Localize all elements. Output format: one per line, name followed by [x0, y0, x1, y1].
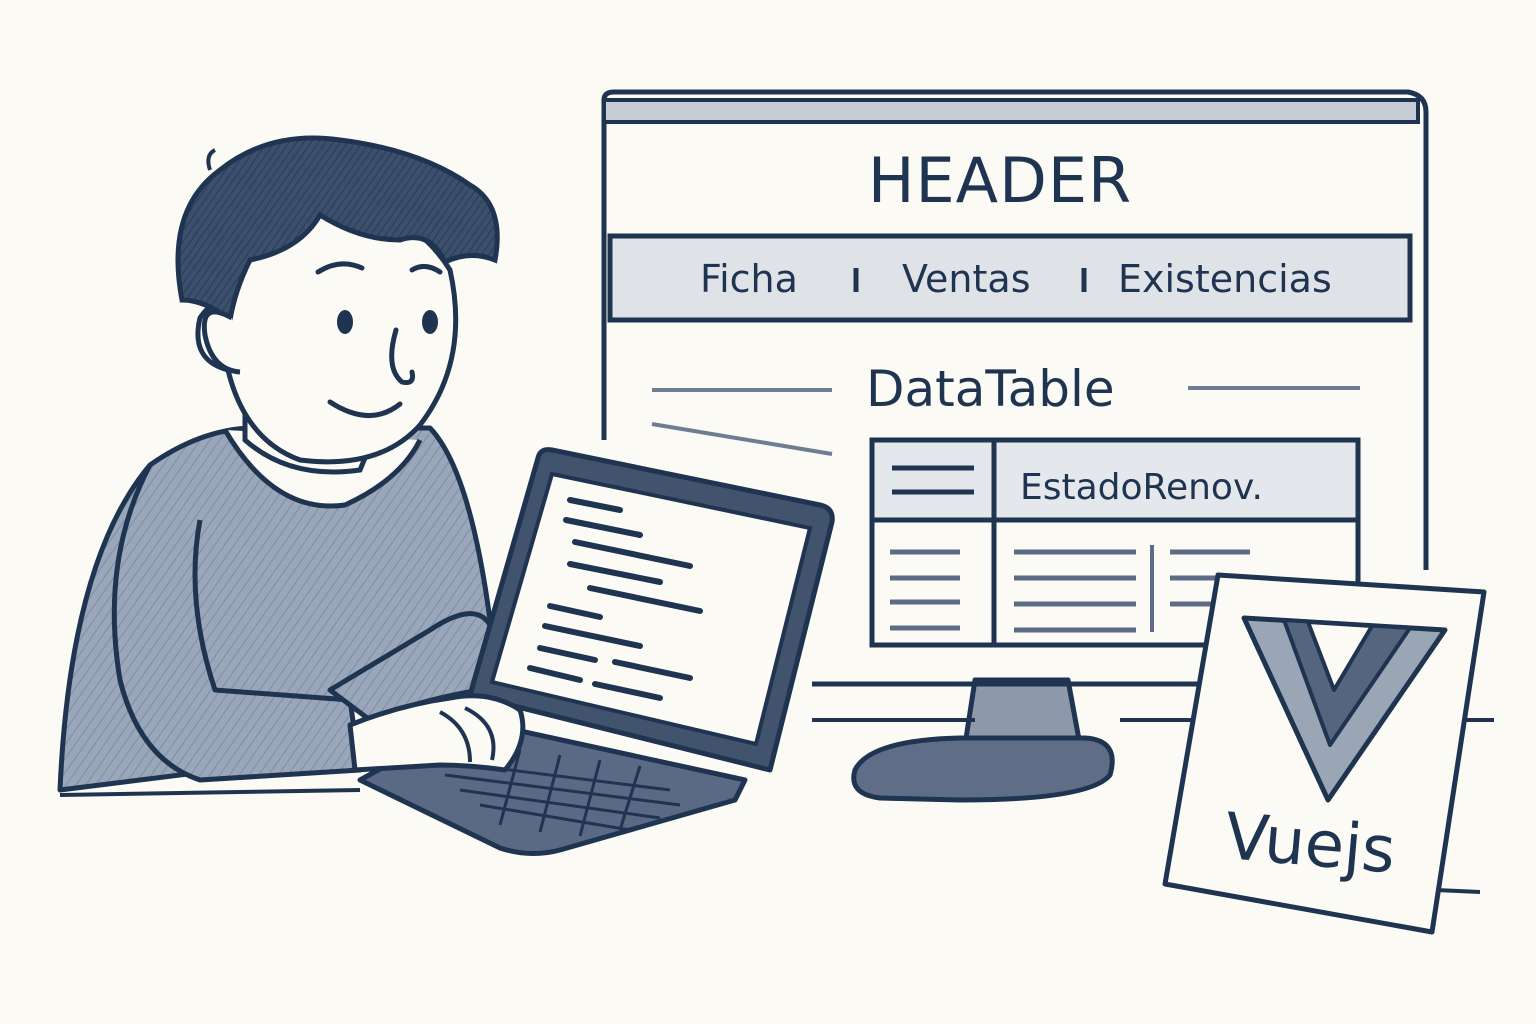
- monitor-header-title: HEADER: [867, 144, 1133, 217]
- desktop-monitor: [601, 89, 1494, 803]
- tab-existencias[interactable]: Existencias: [1118, 257, 1332, 301]
- laptop: [59, 447, 835, 856]
- vuejs-label: Vuejs: [1221, 800, 1399, 889]
- person-figure: [57, 135, 500, 793]
- tab-ficha[interactable]: Ficha: [700, 257, 798, 301]
- tab-ventas[interactable]: Ventas: [902, 257, 1031, 301]
- column-header-estado-renov[interactable]: EstadoRenov.: [1020, 467, 1263, 508]
- vuejs-card: [1162, 572, 1487, 935]
- vue-logo-icon: [1241, 615, 1448, 803]
- data-table: [869, 437, 1361, 648]
- datatable-title: DataTable: [866, 360, 1115, 418]
